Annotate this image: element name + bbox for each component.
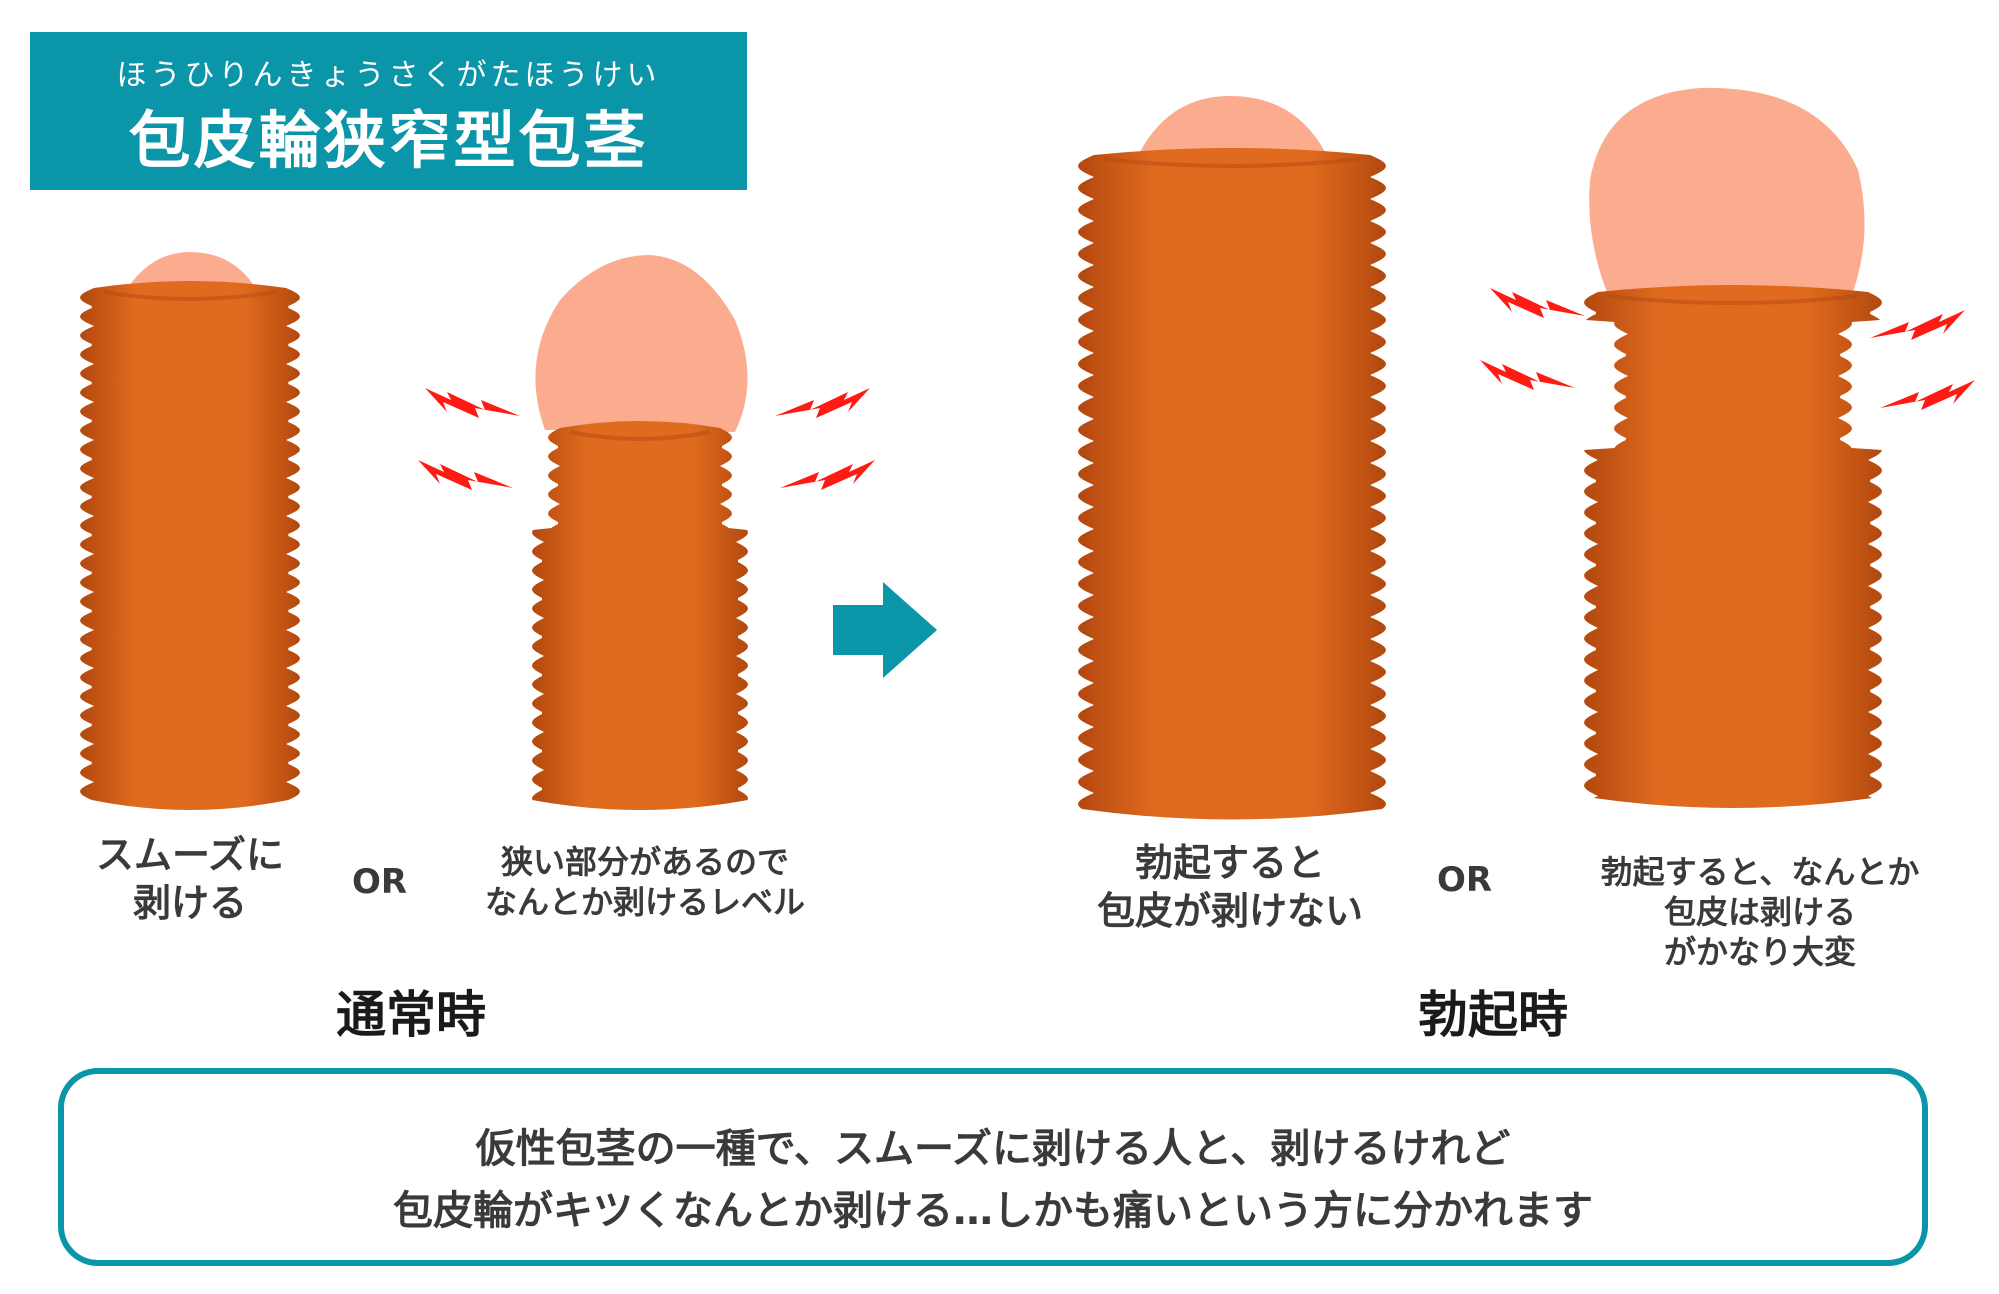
pain-spark-icon [425,388,520,418]
section-label-normal: 通常時 [336,986,486,1044]
foreskin-rim [1103,157,1361,168]
title-ruby: ほうひりんきょうさくがたほうけい [116,58,661,93]
pain-spark-icon [418,460,513,490]
page-title: 包皮輪狭窄型包茎 [128,104,649,177]
glans [1589,87,1865,305]
caption-normal-tight: 狭い部分があるので なんとか剥けるレベル [484,843,805,921]
or-label-erect: OR [1437,860,1493,900]
figure-erect-stuck [1078,96,1386,820]
figure-normal-smooth [80,252,300,810]
caption-erect-tight: 勃起すると、なんとか 包皮は剥ける がかなり大変 [1600,853,1920,971]
pain-spark-icon [1870,310,1965,340]
section-label-erect: 勃起時 [1418,986,1568,1044]
figure-erect-tight [1584,87,1882,808]
pain-spark-icons [418,288,1975,490]
caption-normal-smooth: スムーズに 剥ける [95,833,285,925]
glans [1135,96,1330,162]
foreskin-shaft [80,281,300,810]
figure-normal-tight [532,255,748,810]
note-line-2: 包皮輪がキツくなんとか剥ける…しかも痛いという方に分かれます [393,1188,1593,1234]
foreskin-rim [103,290,277,301]
or-label-normal: OR [352,862,408,902]
foreskin-shaft [1584,285,1882,808]
arrow-right-icon [833,582,937,678]
pain-spark-icon [1880,380,1975,410]
title-banner: ほうひりんきょうさくがたほうけい 包皮輪狭窄型包茎 [30,32,747,190]
note-box: 仮性包茎の一種で、スムーズに剥ける人と、剥けるけれど 包皮輪がキツくなんとか剥け… [58,1068,1928,1266]
glans [535,255,748,432]
pain-spark-icon [1490,288,1585,318]
foreskin-rim [1607,294,1859,305]
pain-spark-icon [775,388,870,418]
pain-spark-icon [1480,360,1575,390]
caption-erect-stuck: 勃起すると 包皮が剥けない [1096,841,1363,933]
foreskin-shaft [532,421,748,810]
foreskin-shaft [1078,148,1386,820]
pain-spark-icon [780,460,875,490]
foreskin-rim [569,430,711,441]
note-line-1: 仮性包茎の一種で、スムーズに剥ける人と、剥けるけれど [475,1126,1511,1172]
